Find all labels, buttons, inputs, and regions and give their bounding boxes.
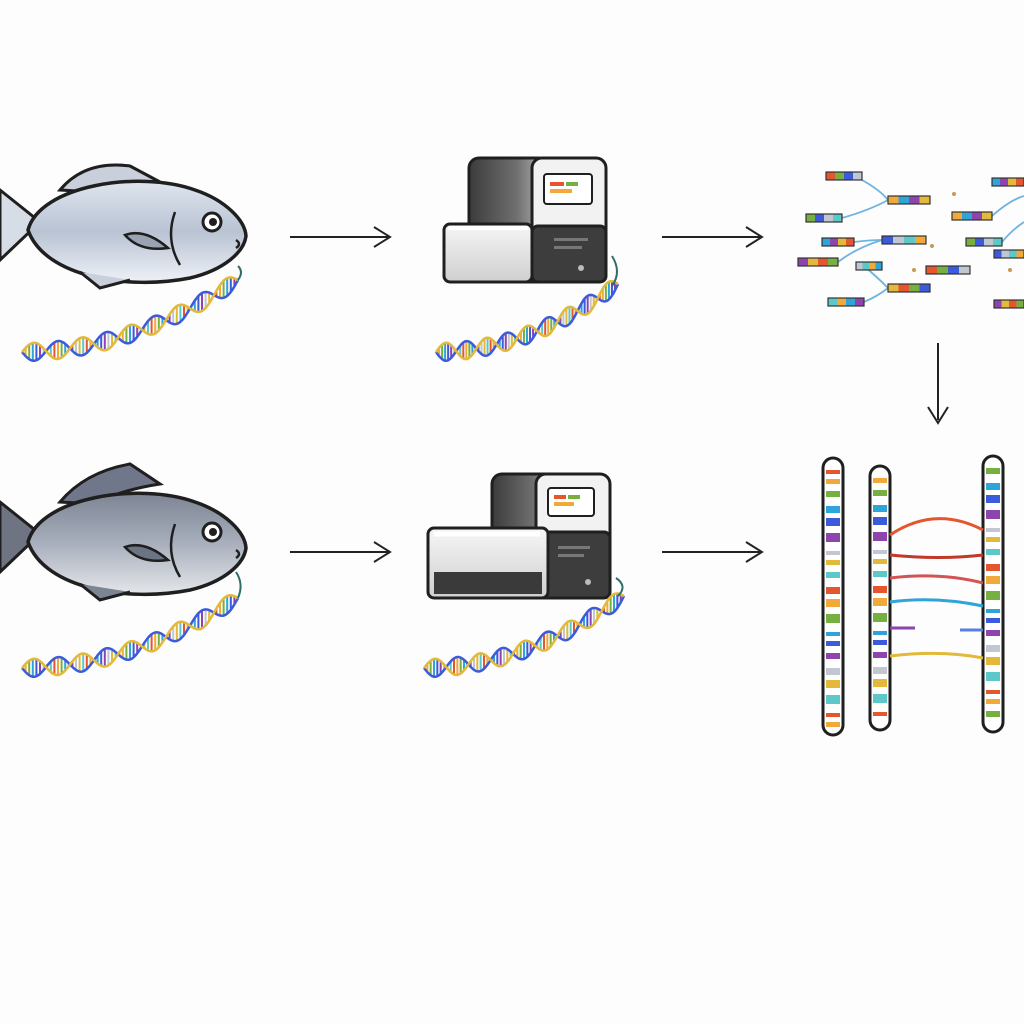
- dna-helix-icon: [21, 571, 242, 678]
- sequencer-machine-icon: [442, 156, 608, 284]
- sequence-reads-icon: [797, 171, 1024, 309]
- chromosome-assembly-icon: [821, 454, 1005, 737]
- sequencer-machine-icon: [426, 472, 612, 600]
- arrow-right-icon: [662, 226, 764, 248]
- dna-helix-icon: [423, 577, 626, 678]
- arrow-down-icon: [927, 343, 949, 425]
- arrow-right-icon: [290, 226, 392, 248]
- arrow-right-icon: [662, 541, 764, 563]
- fish-icon: [0, 163, 248, 290]
- arrow-right-icon: [290, 541, 392, 563]
- dna-helix-icon: [21, 265, 242, 362]
- dna-helix-icon: [434, 255, 620, 362]
- fish-icon: [0, 462, 248, 602]
